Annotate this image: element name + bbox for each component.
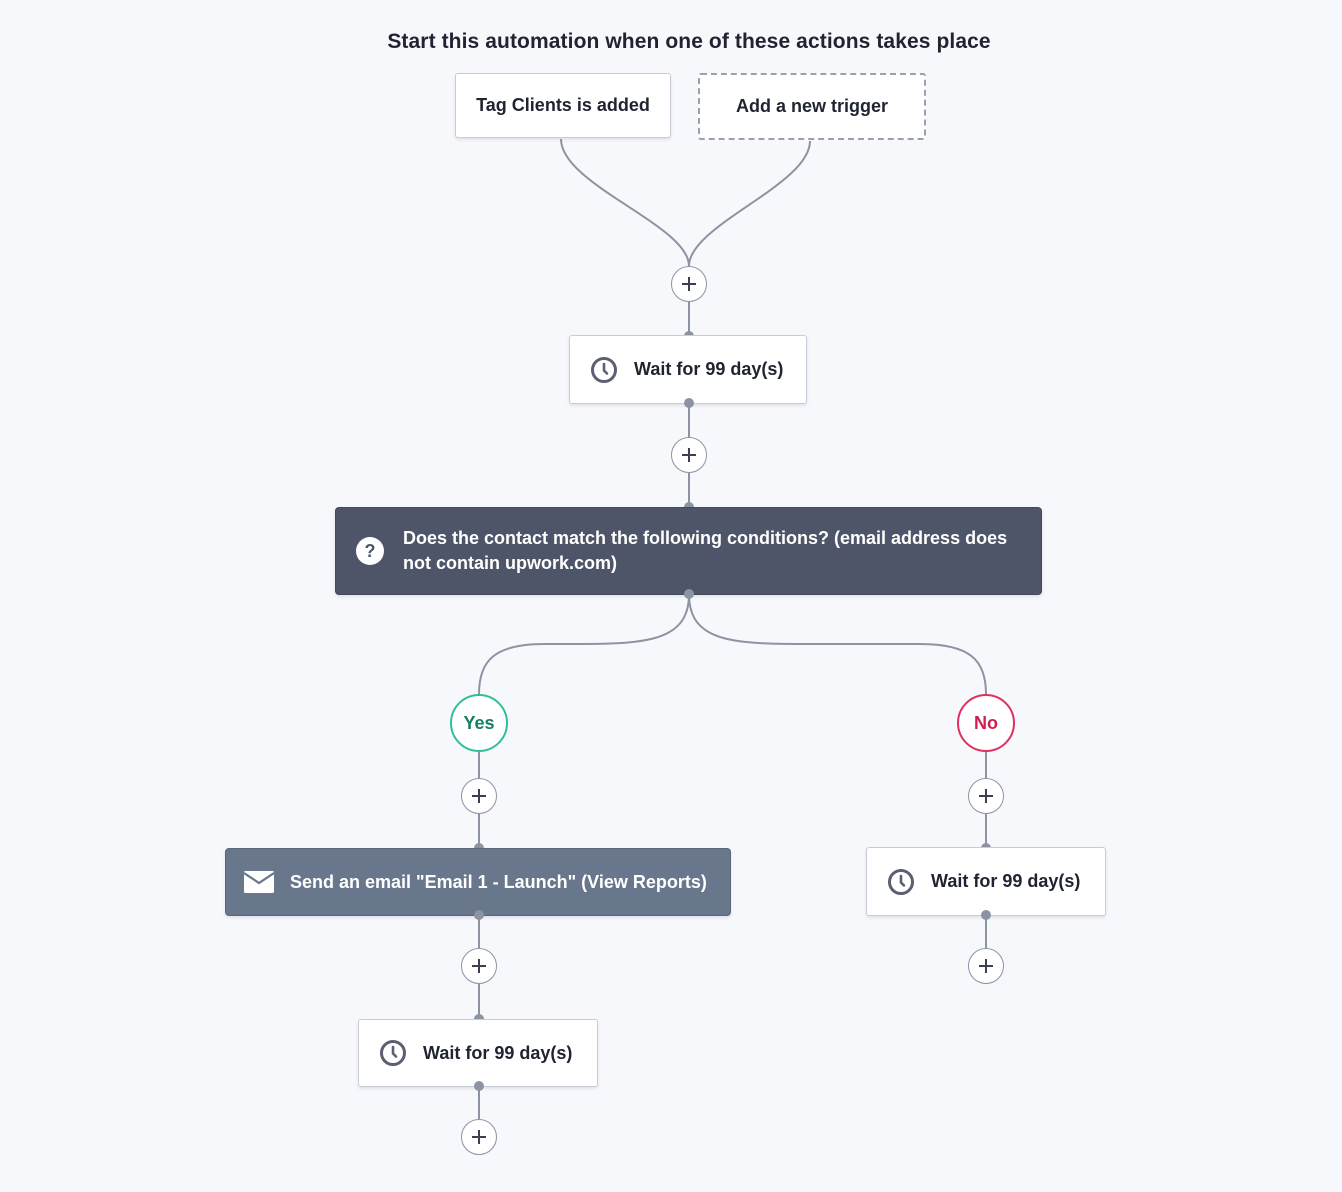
yes-branch-label: Yes bbox=[463, 712, 495, 733]
envelope-icon bbox=[244, 871, 274, 893]
add-trigger-button[interactable]: Add a new trigger bbox=[698, 73, 926, 140]
clock-icon bbox=[888, 868, 914, 895]
plus-icon bbox=[472, 789, 486, 803]
clock-icon bbox=[380, 1040, 406, 1066]
add-step-button-no[interactable] bbox=[968, 948, 1004, 984]
wait-step-label: Wait for 99 day(s) bbox=[423, 1042, 573, 1063]
question-icon: ? bbox=[356, 537, 384, 565]
add-step-button-yes[interactable] bbox=[461, 778, 497, 814]
connector-dot bbox=[474, 910, 484, 920]
send-email-step[interactable]: Send an email "Email 1 - Launch" (View R… bbox=[225, 848, 731, 916]
page-title: Start this automation when one of these … bbox=[387, 30, 991, 53]
add-step-button-yes[interactable] bbox=[461, 948, 497, 984]
trigger-label: Tag Clients is added bbox=[476, 95, 650, 115]
plus-icon bbox=[472, 959, 486, 973]
condition-label: Does the contact match the following con… bbox=[403, 528, 1008, 573]
yes-branch[interactable]: Yes bbox=[450, 694, 508, 752]
plus-icon bbox=[682, 277, 696, 291]
add-step-button[interactable] bbox=[671, 437, 707, 473]
plus-icon bbox=[472, 1130, 486, 1144]
clock-icon bbox=[591, 356, 617, 383]
wait-step-label: Wait for 99 day(s) bbox=[931, 871, 1081, 891]
connector-dot bbox=[684, 398, 694, 408]
connector-dot bbox=[684, 589, 694, 599]
condition-step[interactable]: ? Does the contact match the following c… bbox=[335, 507, 1042, 595]
wait-step-no[interactable]: Wait for 99 day(s) bbox=[866, 847, 1106, 916]
trigger-tag-clients-added[interactable]: Tag Clients is added bbox=[455, 73, 671, 138]
plus-icon bbox=[979, 959, 993, 973]
wait-step-yes[interactable]: Wait for 99 day(s) bbox=[358, 1019, 598, 1087]
connector-dot bbox=[981, 910, 991, 920]
plus-icon bbox=[979, 789, 993, 803]
add-step-button-no[interactable] bbox=[968, 778, 1004, 814]
send-email-label: Send an email "Email 1 - Launch" (View R… bbox=[290, 871, 707, 892]
no-branch-label: No bbox=[974, 712, 998, 733]
wait-step[interactable]: Wait for 99 day(s) bbox=[569, 335, 807, 404]
add-step-button[interactable] bbox=[671, 266, 707, 302]
connector-dot bbox=[474, 1081, 484, 1091]
plus-icon bbox=[682, 448, 696, 462]
add-trigger-label: Add a new trigger bbox=[735, 96, 888, 116]
wait-step-label: Wait for 99 day(s) bbox=[634, 359, 784, 379]
add-step-button-yes[interactable] bbox=[461, 1119, 497, 1155]
no-branch[interactable]: No bbox=[957, 694, 1015, 752]
